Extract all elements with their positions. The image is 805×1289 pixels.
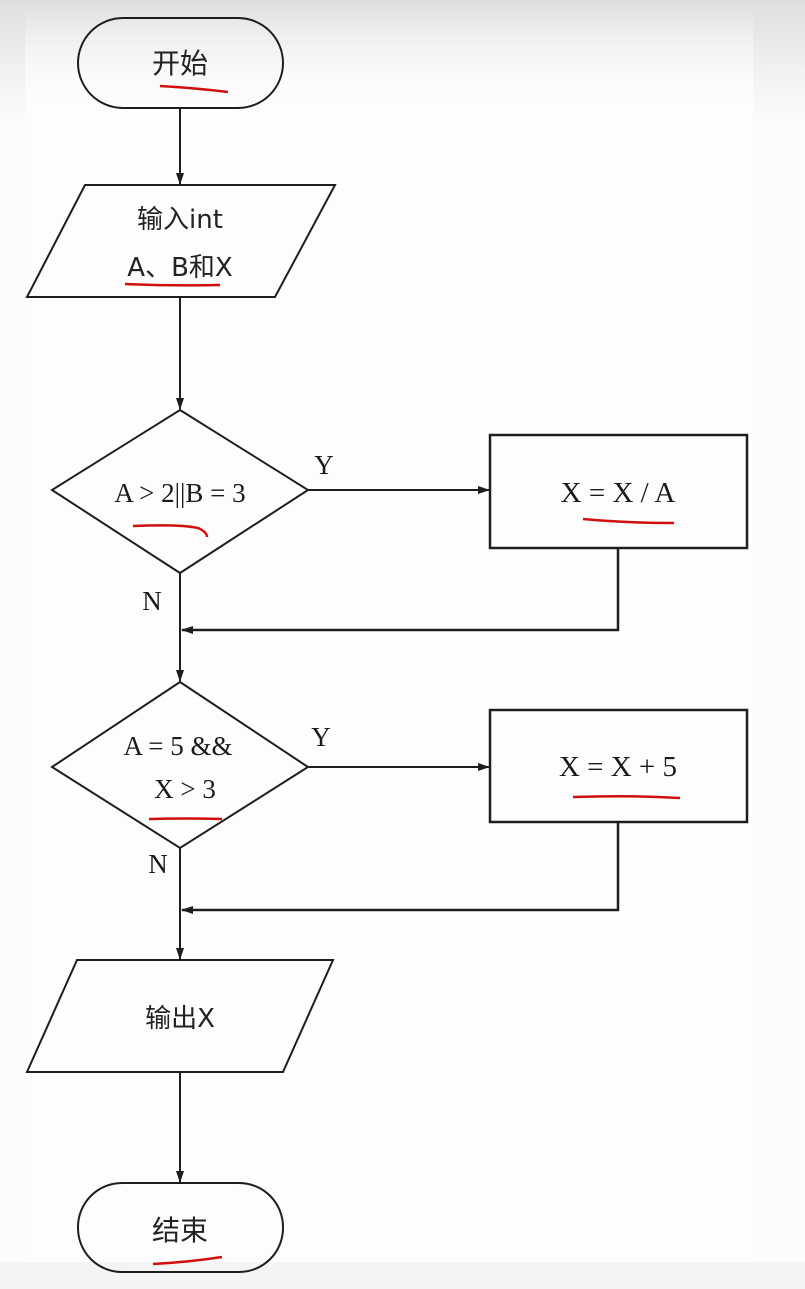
edge-label-yes-2: Y [311, 722, 331, 752]
output-node: 输出X [25, 959, 335, 1073]
decision2-line-2: X > 3 [154, 774, 216, 804]
edge-label-yes: Y [314, 450, 334, 480]
input-node: 输入int A、B和X [25, 184, 337, 298]
process1-label: X = X / A [561, 477, 676, 509]
annotation-underline [159, 84, 229, 94]
decision2-line-1: A = 5 && [124, 731, 233, 761]
process2-label: X = X + 5 [559, 751, 677, 783]
start-node-label: 开始 [152, 47, 208, 80]
annotation-underline [148, 817, 223, 821]
edge-label-no: N [142, 586, 162, 616]
annotation-underline [152, 1255, 223, 1266]
process1-node: X = X / A [488, 433, 749, 550]
annotation-underline [582, 517, 675, 525]
input-node-line-1: 输入int [137, 205, 223, 235]
start-node: 开始 [77, 17, 284, 109]
end-node-label: 结束 [152, 1214, 208, 1247]
edge-label-no-2: N [148, 849, 168, 879]
annotation-underline [124, 282, 221, 287]
bottom-shade [0, 1262, 805, 1289]
decision1-label: A > 2||B = 3 [114, 478, 245, 508]
end-node: 结束 [77, 1182, 284, 1273]
process2-node: X = X + 5 [488, 708, 749, 824]
decision1-node: A > 2||B = 3 [50, 408, 310, 575]
annotation-underline [572, 794, 681, 800]
edge-process2-merge [181, 822, 620, 914]
input-node-line-2: A、B和X [127, 253, 232, 283]
output-node-label: 输出X [145, 1004, 215, 1034]
decision2-node: A = 5 && X > 3 [50, 680, 310, 850]
annotation-underline [132, 524, 209, 538]
edge-process1-merge [181, 548, 620, 634]
